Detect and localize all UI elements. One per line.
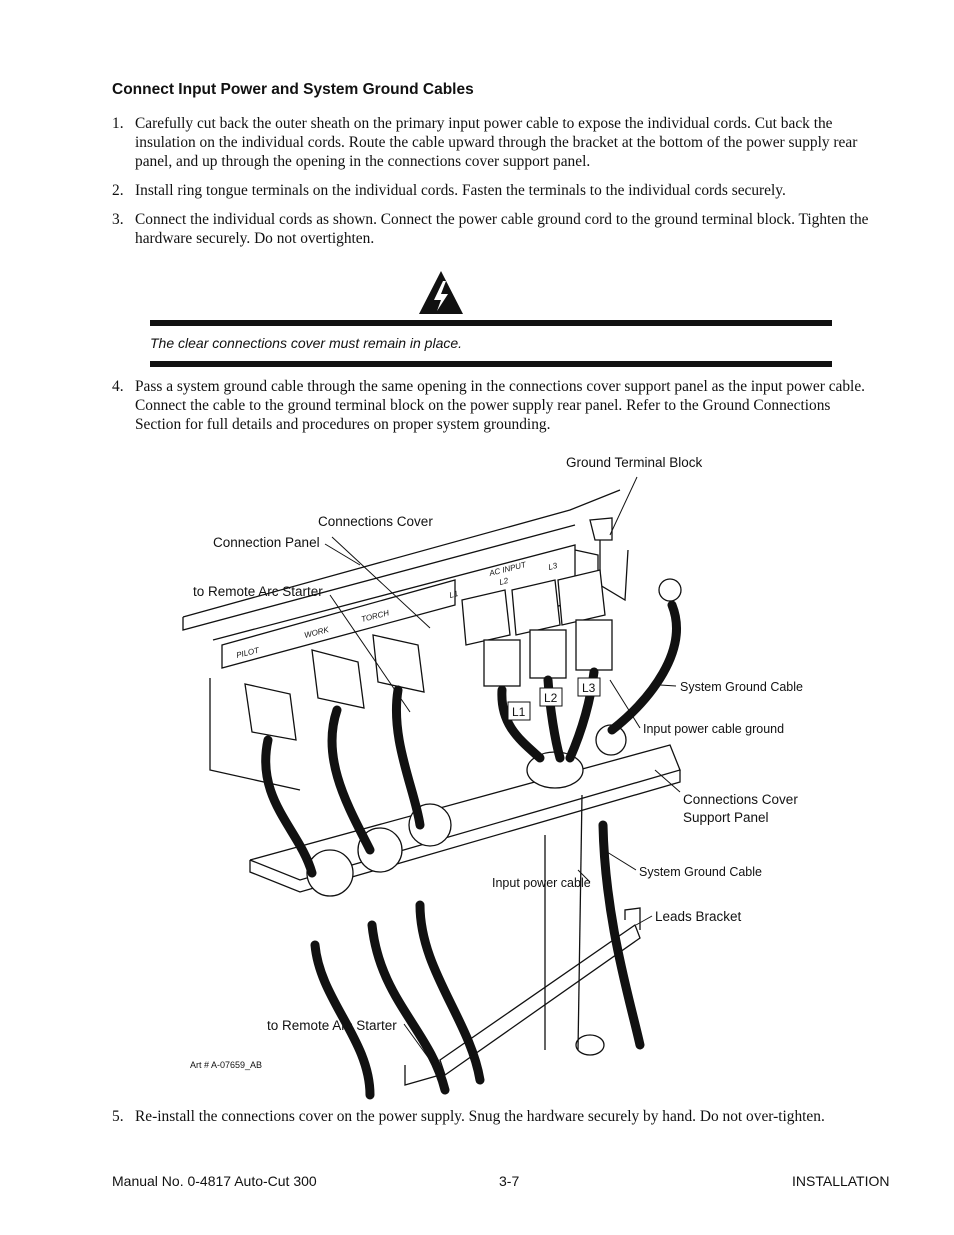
callout-system-ground-cable-bottom: System Ground Cable <box>639 865 762 879</box>
step-text: Re-install the connections cover on the … <box>135 1108 825 1125</box>
pilot-terminal <box>244 683 297 741</box>
step-number: 5. <box>112 1108 124 1125</box>
panel-l1-label: L1 <box>448 589 459 600</box>
callout-remote-arc-starter-top: to Remote Arc Starter <box>193 584 323 599</box>
section-title: Connect Input Power and System Ground Ca… <box>112 81 474 98</box>
leader-ground-terminal-block <box>609 476 638 536</box>
torch-cable-lower <box>415 900 485 1085</box>
callout-input-power-cable: Input power cable <box>492 876 591 890</box>
leader-leads-bracket <box>635 915 653 926</box>
leader-remote-arc-starter-bottom <box>403 1023 431 1061</box>
l3-label-box <box>577 677 601 697</box>
leader-connections-cover <box>331 536 431 629</box>
step-text: Pass a system ground cable through the s… <box>135 378 866 433</box>
l2-insulator <box>511 579 561 636</box>
footer-section: INSTALLATION <box>792 1173 890 1189</box>
leader-system-ground-top <box>659 684 677 687</box>
step-number: 3. <box>112 211 124 228</box>
step-number: 1. <box>112 115 124 132</box>
leader-connection-panel <box>324 543 361 566</box>
l2-label-box <box>539 687 563 707</box>
footer-manual-number: Manual No. 0-4817 Auto-Cut 300 <box>112 1173 317 1189</box>
l1-label-box <box>507 701 531 721</box>
support-panel-edge <box>249 770 681 893</box>
ring-terminal <box>658 578 682 602</box>
callout-input-power-cable-ground: Input power cable ground <box>643 722 784 736</box>
l3-lug <box>575 619 613 671</box>
leader-system-ground-bottom <box>606 851 637 871</box>
ground-cable-hole <box>595 724 627 756</box>
warning-text: The clear connections cover must remain … <box>150 335 463 351</box>
l2-lug <box>529 629 567 679</box>
ground-terminal-block <box>589 517 613 541</box>
l1-label: L1 <box>512 705 526 719</box>
callout-leads-bracket: Leads Bracket <box>655 909 742 924</box>
pilot-cable-lower <box>310 940 375 1100</box>
step-2: 2. Install ring tongue terminals on the … <box>112 181 872 200</box>
l1-cable <box>497 685 545 763</box>
warning-rule-bottom <box>150 361 832 367</box>
l3-label: L3 <box>582 681 596 695</box>
callout-support-panel-line2: Support Panel <box>683 810 769 825</box>
torch-panel-label: TORCH <box>360 608 390 624</box>
step-5: 5. Re-install the connections cover on t… <box>112 1107 872 1126</box>
callout-connection-panel: Connection Panel <box>213 535 320 550</box>
callout-remote-arc-starter-bottom: to Remote Arc Starter <box>267 1018 397 1033</box>
label-strip <box>221 579 456 669</box>
work-cable <box>327 705 375 855</box>
connection-diagram: L1 L2 L3 PILOT WORK TORCH AC INPUT L1 L2… <box>182 455 803 1100</box>
warning-rule-top <box>150 320 832 326</box>
panel-l2-label: L2 <box>498 576 509 587</box>
l2-label: L2 <box>544 691 558 705</box>
electrical-hazard-icon <box>419 271 463 314</box>
power-cable-end <box>575 1034 605 1056</box>
step-3: 3. Connect the individual cords as shown… <box>112 210 872 248</box>
callout-ground-terminal-block: Ground Terminal Block <box>566 455 703 470</box>
leads-bracket-right <box>624 907 641 930</box>
l1-lug <box>483 639 521 687</box>
callout-connections-cover: Connections Cover <box>318 514 433 529</box>
panel-l3-label: L3 <box>547 561 558 572</box>
callout-system-ground-cable-top: System Ground Cable <box>680 680 803 694</box>
leader-input-ground <box>609 679 641 729</box>
step-text: Install ring tongue terminals on the ind… <box>135 182 786 199</box>
cover-lip <box>182 524 576 631</box>
step-1: 1. Carefully cut back the outer sheath o… <box>112 114 872 171</box>
pilot-panel-label: PILOT <box>235 645 261 660</box>
power-cable-right <box>577 794 583 1051</box>
torch-terminal <box>372 634 425 693</box>
footer-page-number: 3-7 <box>499 1173 520 1189</box>
work-terminal <box>311 649 365 709</box>
cable-hole-pilot <box>306 849 354 897</box>
pilot-cable <box>261 735 317 878</box>
ground-terminal-body <box>599 540 629 602</box>
system-ground-cable-top <box>607 600 681 735</box>
l3-insulator <box>557 569 606 626</box>
callout-support-panel-line1: Connections Cover <box>683 792 798 807</box>
leads-bracket-left <box>404 1065 441 1086</box>
l1-insulator <box>461 589 511 646</box>
work-panel-label: WORK <box>303 625 330 640</box>
step-4: 4. Pass a system ground cable through th… <box>112 377 872 434</box>
step-number: 2. <box>112 182 124 199</box>
step-text: Carefully cut back the outer sheath on t… <box>135 115 858 170</box>
torch-cable <box>392 685 425 830</box>
step-number: 4. <box>112 378 124 395</box>
leads-bracket-bar <box>439 923 641 1077</box>
leader-input-power-cable <box>577 869 591 883</box>
art-number: Art # A-07659_AB <box>190 1060 262 1070</box>
leader-support-panel <box>654 769 681 793</box>
work-cable-lower <box>367 920 450 1095</box>
leader-remote-arc-starter-top <box>329 594 411 713</box>
step-text: Connect the individual cords as shown. C… <box>135 211 869 247</box>
cover-top-edge <box>182 489 621 618</box>
